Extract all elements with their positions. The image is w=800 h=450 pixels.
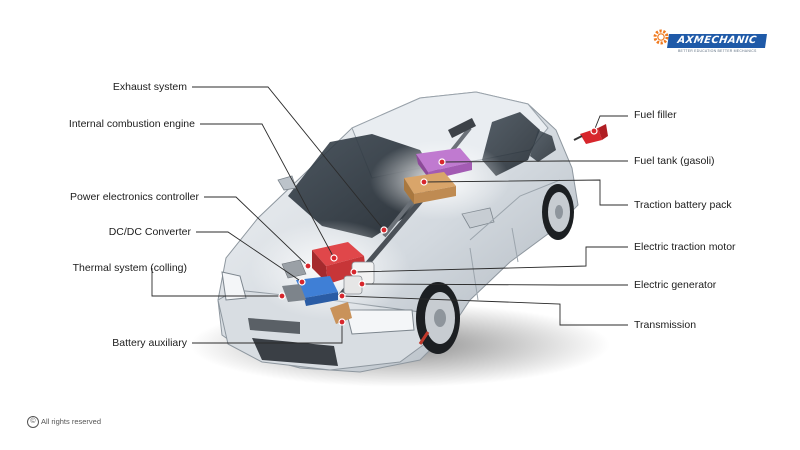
transmission-part — [282, 284, 306, 302]
fuel-filler-nozzle — [573, 124, 608, 144]
copyright-text: All rights reserved — [41, 417, 102, 427]
label-power-electronics-controller: Power electronics controller — [70, 191, 199, 203]
marker-dcdc — [298, 278, 306, 286]
label-traction-battery-pack: Traction battery pack — [634, 199, 732, 211]
label-fuel-filler: Fuel filler — [634, 109, 677, 121]
leader-lines — [151, 86, 628, 344]
leader-batt-aux — [192, 322, 343, 344]
markers — [278, 127, 598, 326]
headlight-left — [221, 271, 247, 301]
marker-traction-motor — [350, 268, 358, 276]
marker-batt-aux — [338, 318, 346, 326]
logo-wordmark: AXMECHANIC — [667, 34, 767, 48]
label-fuel-tank: Fuel tank (gasoli) — [634, 155, 715, 167]
leader-transmission — [341, 295, 628, 326]
leader-dcdc — [196, 231, 303, 283]
marker-transmission — [338, 292, 346, 300]
leader-ice — [200, 123, 335, 259]
wheel-rear — [542, 184, 574, 240]
label-battery-auxiliary: Battery auxiliary — [112, 337, 187, 349]
label-internal-combustion-engine: Internal combustion engine — [68, 118, 195, 130]
leader-generator — [361, 283, 628, 286]
label-dc-dc-converter: DC/DC Converter — [108, 226, 191, 238]
grille — [252, 338, 338, 366]
copyright-icon: © — [27, 416, 39, 429]
marker-exhaust — [380, 226, 388, 234]
copyright-notice: ©All rights reserved — [27, 415, 101, 429]
dc-dc-converter-part — [281, 259, 307, 279]
leader-fuel-tank — [441, 160, 628, 163]
battery-aux-part — [330, 302, 352, 324]
logo-tagline: BETTER EDUCATION BETTER MECHANICS — [678, 49, 757, 53]
leader-pec — [204, 196, 309, 267]
wheel-front — [416, 282, 460, 354]
thermal-system-part — [296, 276, 338, 306]
marker-traction-batt — [420, 178, 428, 186]
lower-grille — [248, 318, 300, 334]
label-thermal-system: Thermal system (colling) — [72, 262, 187, 274]
leader-thermal — [151, 268, 282, 297]
marker-thermal — [278, 292, 286, 300]
traction-battery-part — [404, 172, 456, 204]
side-window-rear — [530, 130, 556, 162]
marker-fuel-tank — [438, 158, 446, 166]
leader-fuel-filler — [593, 115, 628, 132]
label-transmission: Transmission — [634, 319, 697, 331]
leader-traction-batt — [423, 179, 628, 206]
label-electric-traction-motor: Electric traction motor — [634, 241, 736, 253]
marker-generator — [358, 280, 366, 288]
label-exhaust-system: Exhaust system — [112, 81, 187, 93]
marker-fuel-filler — [590, 127, 598, 135]
label-electric-generator: Electric generator — [634, 279, 717, 291]
marker-ice — [330, 254, 338, 262]
brand-logo: AXMECHANIC BETTER EDUCATION BETTER MECHA… — [652, 27, 768, 55]
headlight-right — [345, 309, 415, 335]
leader-exhaust — [192, 86, 385, 231]
leader-traction-motor — [353, 246, 628, 273]
marker-pec — [304, 262, 312, 270]
gear-icon — [653, 29, 669, 45]
